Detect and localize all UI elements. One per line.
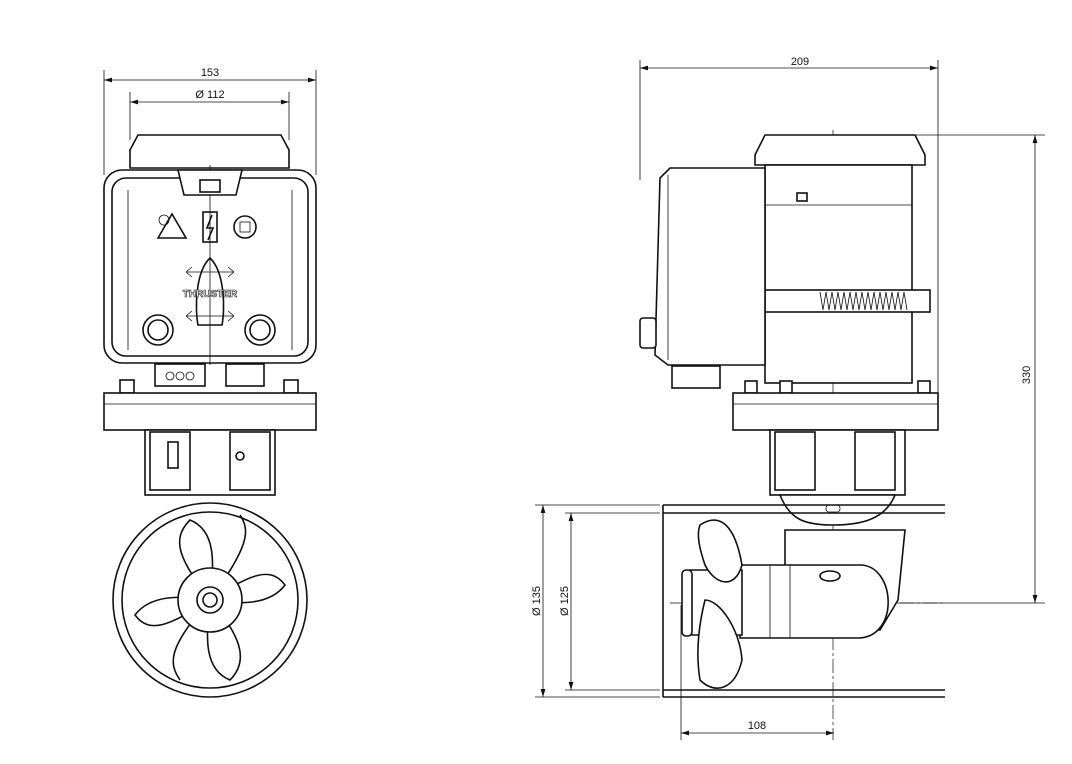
control-box-side (654, 167, 766, 366)
propeller (133, 514, 287, 681)
dim-tunnel-outer-label: Ø 135 (531, 586, 543, 616)
propeller-side (681, 519, 743, 689)
cable-gland-side (639, 317, 657, 349)
gear-leg-side (769, 429, 906, 496)
dim-prop-offset-label: 108 (748, 720, 766, 732)
motor-cap (754, 134, 926, 166)
motor-pod (739, 564, 889, 639)
mounting-flange (103, 392, 317, 431)
thruster-logo: THRUSTER (182, 256, 238, 326)
dimension-330: 330 (880, 134, 1045, 604)
mounting-flange-side (732, 392, 939, 431)
dimension-diameter-112: Ø 112 (129, 89, 290, 140)
dim-diameter-label: Ø 112 (195, 89, 224, 101)
dimension-diameter-125: Ø 125 (559, 512, 660, 691)
dimension-108: 108 (680, 605, 834, 740)
pause-button-icon (233, 215, 257, 239)
motor-cap (129, 134, 290, 169)
dim-height-label: 330 (1021, 366, 1033, 384)
tunnel-side (662, 504, 945, 698)
dimension-153: 153 (103, 67, 317, 175)
dim-tunnel-inner-label: Ø 125 (559, 586, 571, 616)
status-led-panel (176, 169, 244, 196)
dim-side-width-label: 209 (791, 56, 809, 68)
side-view: 209 330 (531, 56, 1045, 740)
left-cable-gland (142, 314, 174, 346)
fuse-holder (225, 363, 265, 387)
warning-icon (156, 212, 188, 239)
dimension-209: 209 (639, 56, 939, 395)
electric-hazard-icon (202, 211, 218, 243)
right-cable-gland (244, 314, 276, 346)
gear-leg (144, 429, 276, 496)
dimension-diameter-135: Ø 135 (531, 504, 660, 698)
svg-text:THRUSTER: THRUSTER (183, 289, 238, 300)
dim-width-label: 153 (201, 67, 219, 79)
front-view: 153 Ø 112 THRUSTER (103, 67, 317, 698)
connector-side (671, 365, 721, 389)
motor-body (764, 164, 913, 384)
connector-block (154, 363, 206, 387)
